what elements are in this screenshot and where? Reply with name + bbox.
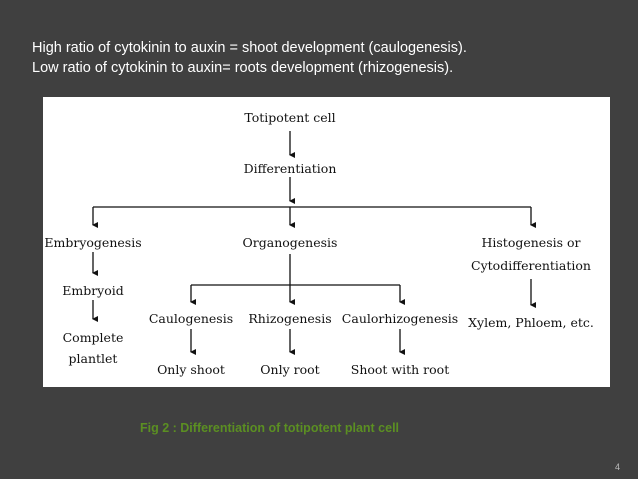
node-caulogenesis: Caulogenesis	[149, 311, 233, 326]
node-differentiation: Differentiation	[244, 161, 337, 176]
differentiation-diagram: Totipotent cell Differentiation Embryoge…	[44, 110, 594, 377]
node-xylem-phloem: Xylem, Phloem, etc.	[468, 315, 594, 330]
node-plantlet: plantlet	[69, 351, 118, 366]
node-only-root: Only root	[260, 362, 319, 377]
node-histogenesis: Histogenesis or	[481, 235, 580, 250]
diagram-connectors	[92, 131, 536, 355]
node-rhizogenesis: Rhizogenesis	[248, 311, 331, 326]
node-complete: Complete	[63, 330, 124, 345]
figure-caption: Fig 2 : Differentiation of totipotent pl…	[140, 421, 400, 435]
intro-line-shoot: High ratio of cytokinin to auxin = shoot…	[32, 40, 467, 56]
figure-panel: Totipotent cell Differentiation Embryoge…	[43, 97, 610, 387]
node-embryogenesis: Embryogenesis	[44, 235, 141, 250]
node-totipotent-cell: Totipotent cell	[244, 110, 335, 125]
intro-line-root: Low ratio of cytokinin to auxin= roots d…	[32, 60, 454, 76]
intro-text: High ratio of cytokinin to auxin = shoot…	[32, 38, 467, 78]
node-caulorhizogenesis: Caulorhizogenesis	[342, 311, 458, 326]
node-embryoid: Embryoid	[62, 283, 124, 298]
slide-number: 4	[614, 462, 620, 472]
node-only-shoot: Only shoot	[157, 362, 225, 377]
node-cytodifferentiation: Cytodifferentiation	[471, 258, 591, 273]
node-organogenesis: Organogenesis	[243, 235, 338, 250]
node-shoot-with-root: Shoot with root	[351, 362, 449, 377]
